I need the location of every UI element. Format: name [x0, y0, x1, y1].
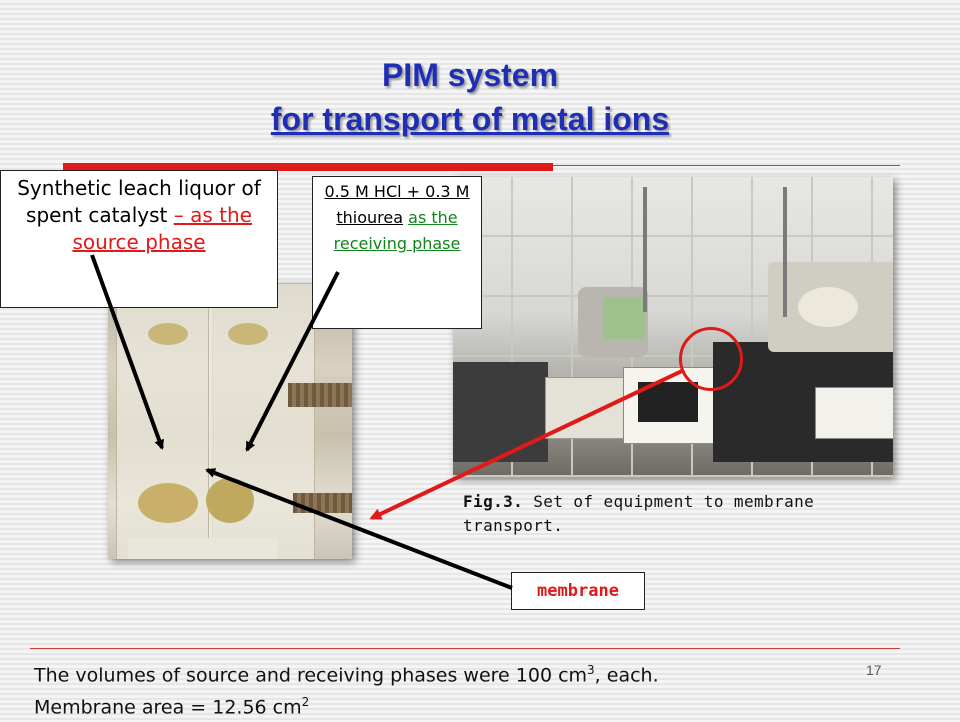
left-beaker: [603, 297, 645, 339]
page-number: 17: [866, 662, 882, 678]
cell-tubing: [128, 538, 278, 559]
footer-line2-sup: 2: [301, 695, 310, 710]
receiving-phase-highlight: as the receiving phase: [333, 208, 461, 253]
dark-device-left: [453, 362, 548, 462]
footer-line2: Membrane area = 12.56 cm2: [34, 689, 854, 721]
arrow-source-to-cell: [90, 254, 164, 450]
figure-caption-text: Set of equipment to membrane transport.: [463, 492, 815, 535]
arrow-receiving-to-cell: [245, 271, 340, 452]
membrane-cell-photo: [108, 283, 352, 559]
title-divider-line: [553, 165, 900, 166]
source-phase-callout: Synthetic leach liquor of spent catalyst…: [0, 170, 278, 308]
cell-port-right-top: [228, 323, 268, 345]
right-beaker: [798, 287, 858, 327]
footer-text: The volumes of source and receiving phas…: [34, 657, 854, 722]
arrow-equipment-to-cell: [369, 368, 685, 520]
cell-bolt-upper: [288, 383, 352, 407]
cell-port-left-top: [148, 323, 188, 345]
source-phase-highlight: – as the source phase: [72, 203, 252, 254]
slide-title-line2: for transport of metal ions: [0, 100, 940, 138]
footer-line2-prefix: Membrane area = 12.56 cm: [34, 696, 302, 719]
source-phase-text: Synthetic leach liquor of spent catalyst: [17, 176, 261, 227]
footer-divider-line: [30, 648, 900, 649]
cell-port-left-bottom: [138, 483, 198, 523]
footer-line1-sup: 3: [587, 663, 595, 677]
slide-title-line1: PIM system: [381, 57, 559, 93]
stand-rod-right: [783, 187, 787, 317]
footer-line1-prefix: The volumes of source and receiving phas…: [34, 664, 588, 687]
footer-line1-suffix: , each.: [594, 664, 659, 687]
stand-rod-left: [643, 187, 647, 312]
receiving-phase-text: 0.5 M HCl + 0.3 M thiourea: [324, 182, 470, 227]
footer-line1: The volumes of source and receiving phas…: [34, 657, 854, 689]
highlight-circle: [679, 327, 743, 391]
receiving-phase-callout: 0.5 M HCl + 0.3 M thiourea as the receiv…: [312, 176, 482, 329]
membrane-callout: membrane: [511, 572, 645, 610]
arrow-membrane-to-cell: [205, 468, 513, 590]
slide-title-line2-text: for transport of metal ions: [270, 101, 670, 137]
equipment-photo: [453, 177, 893, 477]
figure-caption-label: Fig.3.: [463, 492, 524, 511]
title-accent-bar: [63, 163, 553, 171]
right-instrument: [815, 387, 893, 439]
figure-caption: Fig.3. Set of equipment to membrane tran…: [463, 490, 903, 538]
